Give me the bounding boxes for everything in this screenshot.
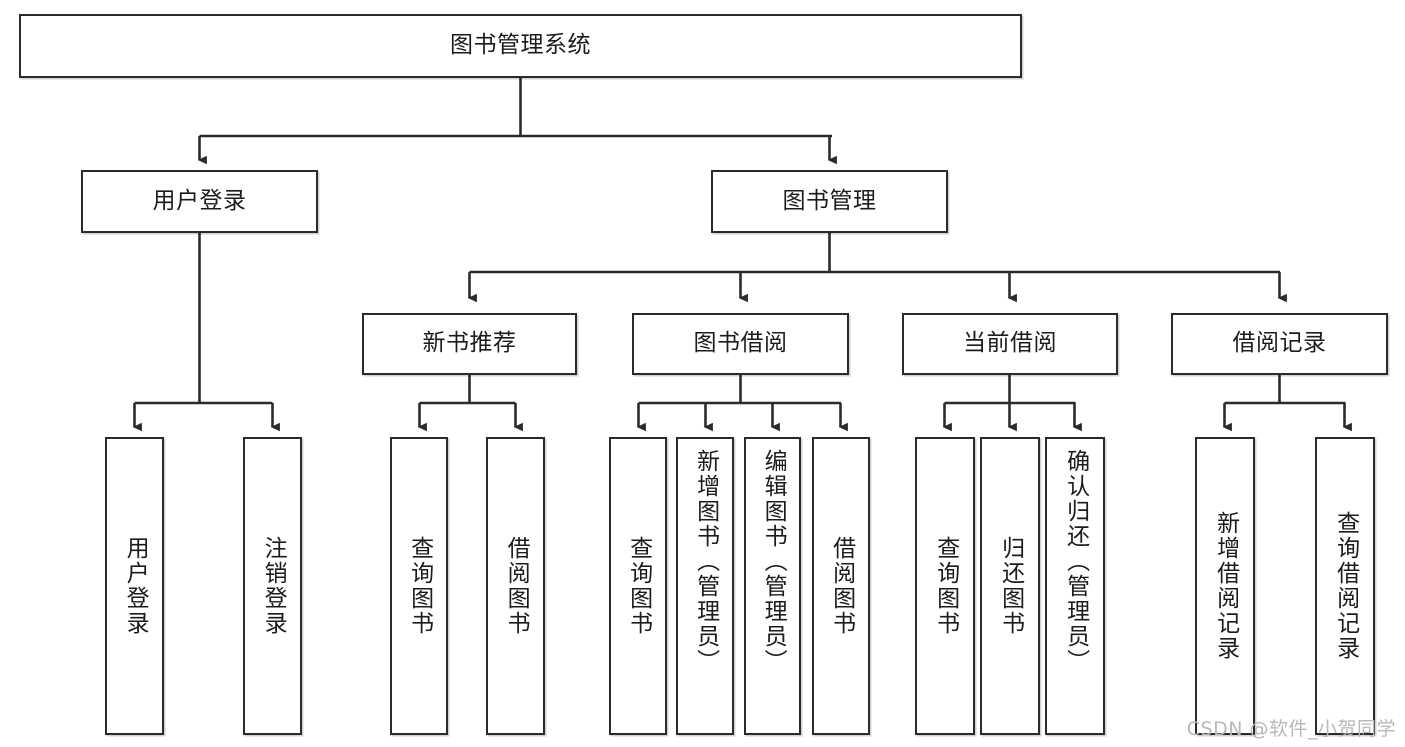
node-user-login[interactable]: 用户登录 bbox=[81, 170, 318, 233]
node-leaf-confirm-return-label: 确认归还（管理员） bbox=[1062, 449, 1089, 674]
node-leaf-query-record-label: 查询借阅记录 bbox=[1332, 511, 1359, 661]
node-book-management[interactable]: 图书管理 bbox=[711, 170, 948, 233]
node-leaf-user-logout-label: 注销登录 bbox=[260, 536, 287, 636]
node-leaf-add-record-label: 新增借阅记录 bbox=[1212, 511, 1239, 661]
node-leaf-user-login[interactable]: 用户登录 bbox=[105, 437, 164, 735]
node-leaf-borrow-book-rec-label: 借阅图书 bbox=[503, 536, 530, 636]
node-borrow-record[interactable]: 借阅记录 bbox=[1171, 313, 1388, 375]
node-leaf-borrow-book-rec[interactable]: 借阅图书 bbox=[486, 437, 545, 735]
node-root-label: 图书管理系统 bbox=[450, 32, 591, 59]
node-leaf-edit-book[interactable]: 编辑图书（管理员） bbox=[744, 437, 801, 735]
node-user-login-label: 用户登录 bbox=[152, 187, 247, 214]
node-leaf-query-book-rec[interactable]: 查询图书 bbox=[390, 437, 448, 735]
node-leaf-query-book-bor[interactable]: 查询图书 bbox=[609, 437, 667, 735]
node-borrow-record-label: 借阅记录 bbox=[1232, 330, 1327, 357]
node-leaf-add-book[interactable]: 新增图书（管理员） bbox=[676, 437, 734, 735]
node-leaf-edit-book-label: 编辑图书（管理员） bbox=[760, 449, 787, 674]
node-leaf-user-logout[interactable]: 注销登录 bbox=[243, 437, 302, 735]
node-leaf-borrow-book-bor[interactable]: 借阅图书 bbox=[812, 437, 870, 735]
node-leaf-add-book-label: 新增图书（管理员） bbox=[692, 449, 719, 674]
node-leaf-query-book-bor-label: 查询图书 bbox=[625, 536, 652, 636]
node-current-borrow-label: 当前借阅 bbox=[963, 330, 1057, 357]
node-new-book-recommend[interactable]: 新书推荐 bbox=[362, 313, 577, 375]
node-leaf-return-book[interactable]: 归还图书 bbox=[980, 437, 1040, 735]
node-leaf-query-book-rec-label: 查询图书 bbox=[406, 536, 433, 636]
node-leaf-confirm-return[interactable]: 确认归还（管理员） bbox=[1045, 437, 1105, 735]
node-leaf-query-record[interactable]: 查询借阅记录 bbox=[1315, 437, 1375, 735]
node-leaf-query-book-cur-label: 查询图书 bbox=[932, 536, 959, 636]
node-book-management-label: 图书管理 bbox=[782, 187, 877, 214]
node-leaf-query-book-cur[interactable]: 查询图书 bbox=[915, 437, 975, 735]
node-leaf-return-book-label: 归还图书 bbox=[997, 536, 1024, 636]
node-book-borrow-label: 图书借阅 bbox=[693, 330, 788, 357]
csdn-watermark: CSDN @软件_小贺同学 bbox=[1186, 718, 1396, 740]
node-current-borrow[interactable]: 当前借阅 bbox=[902, 313, 1118, 375]
node-root[interactable]: 图书管理系统 bbox=[19, 14, 1022, 78]
node-book-borrow[interactable]: 图书借阅 bbox=[632, 313, 849, 375]
node-leaf-user-login-label: 用户登录 bbox=[122, 536, 149, 636]
node-leaf-add-record[interactable]: 新增借阅记录 bbox=[1195, 437, 1255, 735]
node-leaf-borrow-book-bor-label: 借阅图书 bbox=[828, 536, 855, 636]
node-new-book-recommend-label: 新书推荐 bbox=[422, 330, 517, 357]
